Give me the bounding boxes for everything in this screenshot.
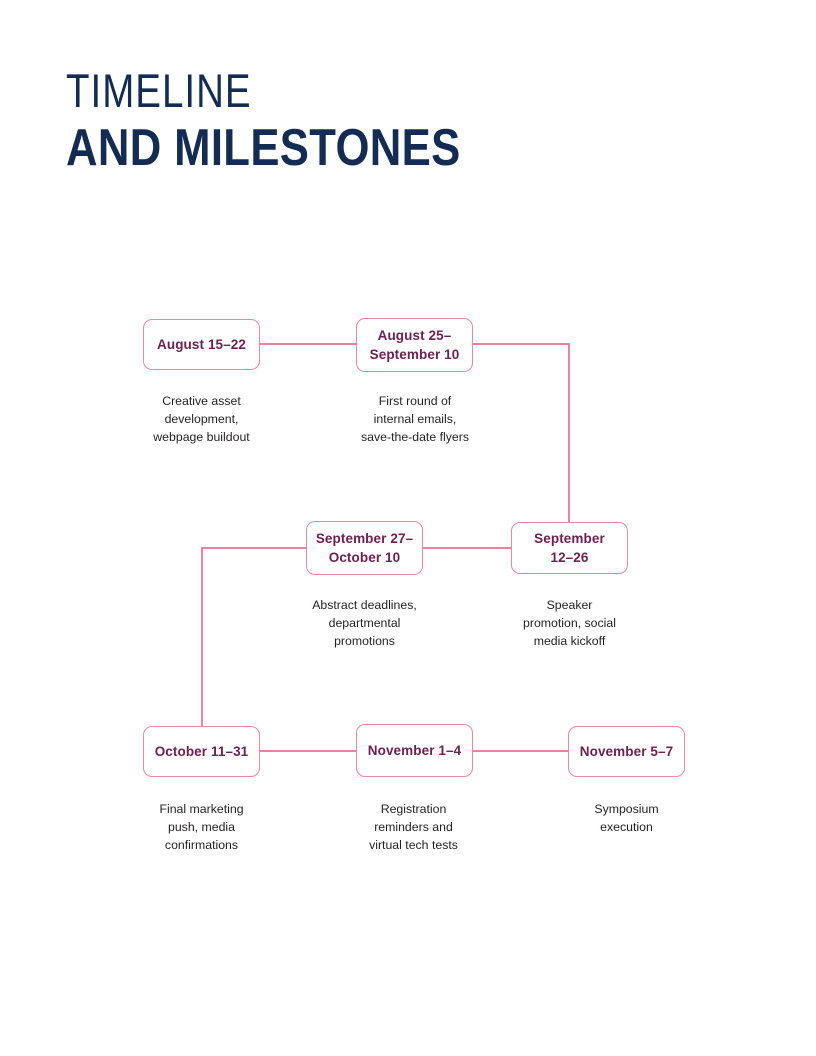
page-title: TIMELINE AND MILESTONES xyxy=(66,66,536,178)
milestone-label-nov-1-4: November 1–4 xyxy=(367,742,462,758)
page-title-line-2: AND MILESTONES xyxy=(66,119,461,178)
milestone-node-nov-1-4[interactable]: November 1–4 xyxy=(356,724,473,777)
milestone-description-sep-12-26: Speaker promotion, social media kickoff xyxy=(523,598,616,649)
milestone-node-aug-25-sep-10[interactable]: August 25– September 10 xyxy=(356,318,473,372)
milestone-node-sep-27-oct-10[interactable]: September 27– October 10 xyxy=(306,521,423,575)
milestone-node-oct-11-31[interactable]: October 11–31 xyxy=(143,726,260,777)
connector-sep27-to-oct11 xyxy=(201,547,306,726)
milestone-node-sep-12-26[interactable]: September 12–26 xyxy=(511,522,628,574)
milestone-label-sep-27-oct-10: September 27– October 10 xyxy=(315,530,414,565)
milestone-node-aug-15-22[interactable]: August 15–22 xyxy=(143,319,260,370)
milestone-description-aug-25-sep-10: First round of internal emails, save-the… xyxy=(361,394,469,445)
milestone-label-oct-11-31: October 11–31 xyxy=(154,743,249,759)
milestone-node-nov-5-7[interactable]: November 5–7 xyxy=(568,726,685,777)
milestone-description-oct-11-31: Final marketing push, media confirmation… xyxy=(159,802,244,853)
milestone-description-nov-5-7: Symposium execution xyxy=(594,802,659,835)
milestone-description-aug-15-22: Creative asset development, webpage buil… xyxy=(153,394,250,445)
milestone-description-sep-27-oct-10: Abstract deadlines, departmental promoti… xyxy=(312,598,417,649)
milestone-label-aug-15-22: August 15–22 xyxy=(157,336,246,352)
milestone-description-nov-1-4: Registration reminders and virtual tech … xyxy=(369,802,458,853)
milestone-label-aug-25-sep-10: August 25– September 10 xyxy=(369,327,460,362)
page-title-line-1: TIMELINE xyxy=(66,64,252,117)
milestone-label-sep-12-26: September 12–26 xyxy=(534,530,605,565)
milestone-label-nov-5-7: November 5–7 xyxy=(579,743,674,759)
